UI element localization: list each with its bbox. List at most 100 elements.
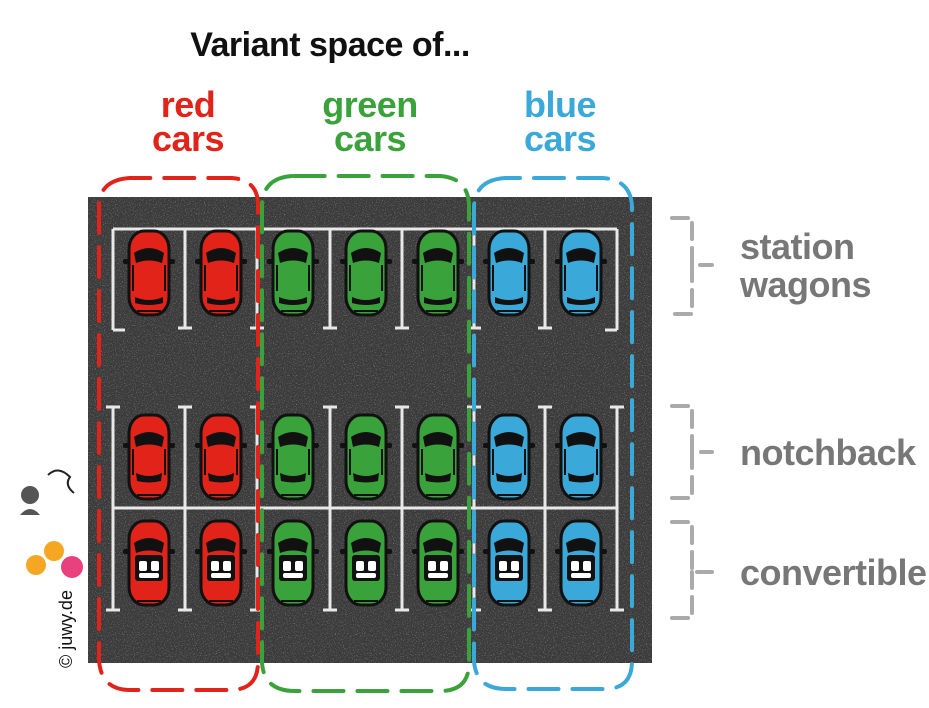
car-rear-window	[425, 473, 451, 483]
car-rear-window	[424, 297, 452, 305]
column-label-blue-line2: cars	[523, 118, 597, 159]
car-mirror-right	[240, 443, 247, 448]
car-windshield	[206, 538, 236, 553]
car-body	[487, 413, 531, 501]
car-mirror-right	[600, 443, 607, 448]
car-rear-window	[495, 297, 523, 305]
column-label-green-line2: cars	[333, 118, 407, 159]
car-seat-left	[428, 561, 436, 571]
car-mirror-left	[195, 443, 202, 448]
car-mirror-right	[457, 443, 464, 448]
row-bracket-station-wagons	[670, 216, 714, 316]
car-mirror-left	[267, 549, 274, 554]
blue-group-outline	[472, 176, 634, 691]
car-seat-right	[151, 561, 159, 571]
car-mirror-left	[412, 549, 419, 554]
car-windshield	[351, 432, 381, 447]
car-mirror-left	[483, 549, 490, 554]
car-seat-right	[583, 561, 591, 571]
column-label-green-line1: green	[322, 84, 418, 125]
row-label-convertible-line1: convertible	[740, 552, 927, 593]
car-blue-convertible	[555, 519, 607, 607]
logo-portrait-body	[20, 509, 40, 515]
car-windshield	[134, 538, 164, 553]
car-mirror-right	[312, 549, 319, 554]
column-label-red: red cars	[118, 84, 258, 157]
car-rear-seat	[356, 573, 376, 578]
car-rear-window	[280, 473, 306, 483]
column-label-red-line1: red	[160, 84, 216, 125]
car-seat-left	[283, 561, 291, 571]
car-mirror-right	[168, 549, 175, 554]
car-body	[344, 413, 388, 501]
car-mirror-left	[483, 443, 490, 448]
car-green-station-wagon	[267, 229, 319, 317]
car-rear-window	[208, 473, 234, 483]
car-windshield	[494, 538, 524, 553]
car-seat-left	[356, 561, 364, 571]
car-mirror-left	[555, 443, 562, 448]
car-blue-notchback	[483, 413, 535, 501]
row-label-convertible: convertible	[740, 554, 927, 592]
car-windshield	[134, 248, 164, 263]
car-body	[559, 413, 603, 501]
row-bracket-convertible	[670, 520, 714, 620]
car-mirror-right	[528, 549, 535, 554]
diagram-title: Variant space of...	[190, 26, 470, 64]
car-windshield	[423, 538, 453, 553]
car-rear-window	[568, 473, 594, 483]
car-seat-right	[223, 561, 231, 571]
green-group-outline	[260, 174, 471, 693]
car-green-convertible	[267, 519, 319, 607]
car-seat-left	[571, 561, 579, 571]
car-body	[271, 413, 315, 501]
car-mirror-left	[195, 549, 202, 554]
car-rear-window	[135, 297, 163, 305]
car-windshield	[566, 248, 596, 263]
car-seat-left	[139, 561, 147, 571]
car-mirror-right	[600, 549, 607, 554]
car-windshield	[134, 432, 164, 447]
car-green-convertible	[412, 519, 464, 607]
car-body	[199, 413, 243, 501]
car-mirror-left	[267, 443, 274, 448]
car-mirror-left	[123, 549, 130, 554]
row-label-notchback-line1: notchback	[740, 432, 916, 473]
row-label-station-wagons-line2: wagons	[740, 264, 872, 305]
car-red-station-wagon	[123, 229, 175, 317]
car-mirror-right	[240, 549, 247, 554]
car-rear-seat	[499, 573, 519, 578]
row-label-notchback: notchback	[740, 434, 916, 472]
car-green-convertible	[340, 519, 392, 607]
car-rear-window	[207, 297, 235, 305]
car-mirror-left	[340, 443, 347, 448]
row-label-station-wagons-line1: station	[740, 226, 855, 267]
car-windshield	[206, 248, 236, 263]
car-rear-window	[136, 473, 162, 483]
car-seat-right	[368, 561, 376, 571]
car-mirror-right	[312, 443, 319, 448]
car-green-notchback	[340, 413, 392, 501]
car-mirror-left	[483, 259, 490, 264]
car-mirror-right	[240, 259, 247, 264]
car-rear-seat	[139, 573, 159, 578]
car-rear-seat	[211, 573, 231, 578]
car-mirror-right	[385, 549, 392, 554]
logo-circle-orange	[26, 555, 46, 575]
parking-lines-bottom	[106, 405, 624, 612]
car-green-notchback	[412, 413, 464, 501]
column-label-blue-line1: blue	[523, 84, 597, 125]
logo-signature	[47, 469, 75, 494]
car-body	[416, 413, 460, 501]
cars-layer	[123, 229, 607, 607]
car-windshield	[206, 432, 236, 447]
logo-circle-pink	[61, 556, 83, 578]
car-red-notchback	[195, 413, 247, 501]
car-mirror-right	[457, 549, 464, 554]
logo-circle-yellow	[44, 541, 64, 561]
car-blue-station-wagon	[483, 229, 535, 317]
car-rear-window	[567, 297, 595, 305]
car-mirror-left	[412, 443, 419, 448]
car-mirror-left	[555, 549, 562, 554]
